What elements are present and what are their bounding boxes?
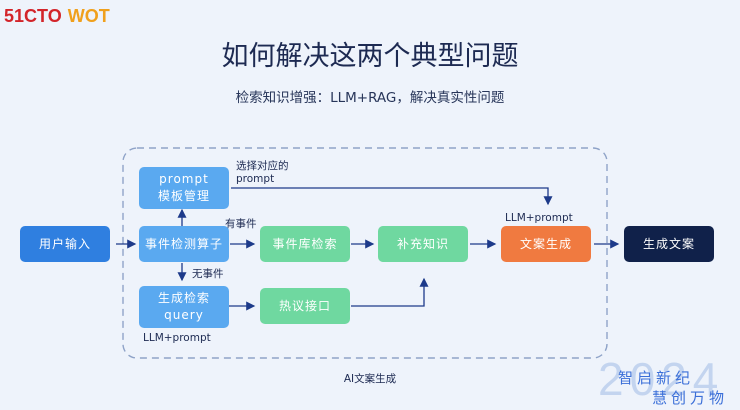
hot-api-node: 热议接口 bbox=[260, 288, 350, 324]
generated-copy-node: 生成文案 bbox=[624, 226, 714, 262]
watermark-line1: 智启新纪 bbox=[618, 369, 695, 387]
watermark-line2: 慧创万物 bbox=[652, 389, 729, 407]
llm-prompt-bottom-label: LLM+prompt bbox=[143, 332, 211, 344]
has-event-label: 有事件 bbox=[225, 218, 257, 230]
event-search-node: 事件库检索 bbox=[260, 226, 350, 262]
event-detect-node: 事件检测算子 bbox=[139, 226, 229, 262]
prompt-template-node: prompt 模板管理 bbox=[139, 167, 229, 209]
supplement-knowledge-node: 补充知识 bbox=[378, 226, 468, 262]
ai-copy-container bbox=[122, 147, 608, 359]
page-title: 如何解决这两个典型问题 bbox=[221, 41, 519, 72]
year-watermark: 2024 bbox=[598, 353, 725, 405]
logo-wot: WOT bbox=[67, 6, 110, 26]
user-input-node: 用户输入 bbox=[20, 226, 110, 262]
copy-generation-node: 文案生成 bbox=[501, 226, 591, 262]
arrow-hot-to-supplement bbox=[351, 277, 429, 307]
no-event-label: 无事件 bbox=[192, 268, 224, 280]
select-prompt-label: 选择对应的 prompt bbox=[236, 160, 289, 185]
logo-51cto: 51CTO bbox=[4, 6, 62, 26]
page-subtitle: 检索知识增强：LLM+RAG，解决真实性问题 bbox=[235, 90, 505, 106]
arrow-prompt-to-copy bbox=[231, 187, 553, 206]
container-caption: AI文案生成 bbox=[343, 373, 397, 385]
generate-query-node: 生成检索 query bbox=[139, 286, 229, 328]
llm-prompt-top-label: LLM+prompt bbox=[505, 212, 573, 224]
